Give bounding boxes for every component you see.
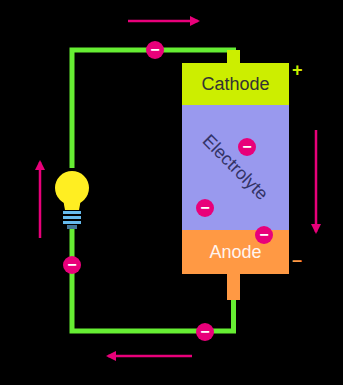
electron: − xyxy=(196,199,214,217)
electron: − xyxy=(146,41,164,59)
flow-arrow xyxy=(128,20,198,23)
anode-box: Anode xyxy=(182,230,289,274)
positive-terminal xyxy=(227,50,240,64)
electron: − xyxy=(196,323,214,341)
flow-arrow xyxy=(108,355,192,358)
node-label: Electrolyte xyxy=(198,130,272,204)
cathode-box: Cathode xyxy=(182,63,289,105)
electron: − xyxy=(63,256,81,274)
electron: − xyxy=(238,138,256,156)
negative-terminal xyxy=(227,273,240,300)
electron: − xyxy=(255,226,273,244)
node-label: Cathode xyxy=(201,74,269,95)
flow-arrow xyxy=(315,130,318,232)
flow-arrow xyxy=(39,162,42,238)
node-label: Anode xyxy=(209,242,261,263)
light-bulb xyxy=(55,168,89,229)
terminal-sign: – xyxy=(292,250,302,271)
terminal-sign: + xyxy=(292,60,303,81)
